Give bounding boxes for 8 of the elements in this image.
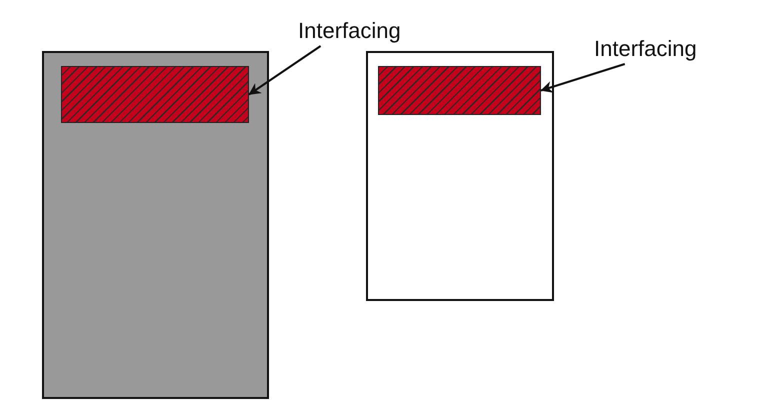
fabric-panel bbox=[42, 51, 269, 399]
leader-arrow bbox=[540, 63, 626, 93]
callout-label: Interfacing bbox=[298, 18, 401, 44]
leader-arrow bbox=[248, 45, 322, 96]
hatched-strip bbox=[378, 66, 541, 115]
callout-label: Interfacing bbox=[594, 36, 697, 62]
hatched-strip bbox=[61, 66, 249, 123]
fabric-panel bbox=[366, 51, 554, 301]
